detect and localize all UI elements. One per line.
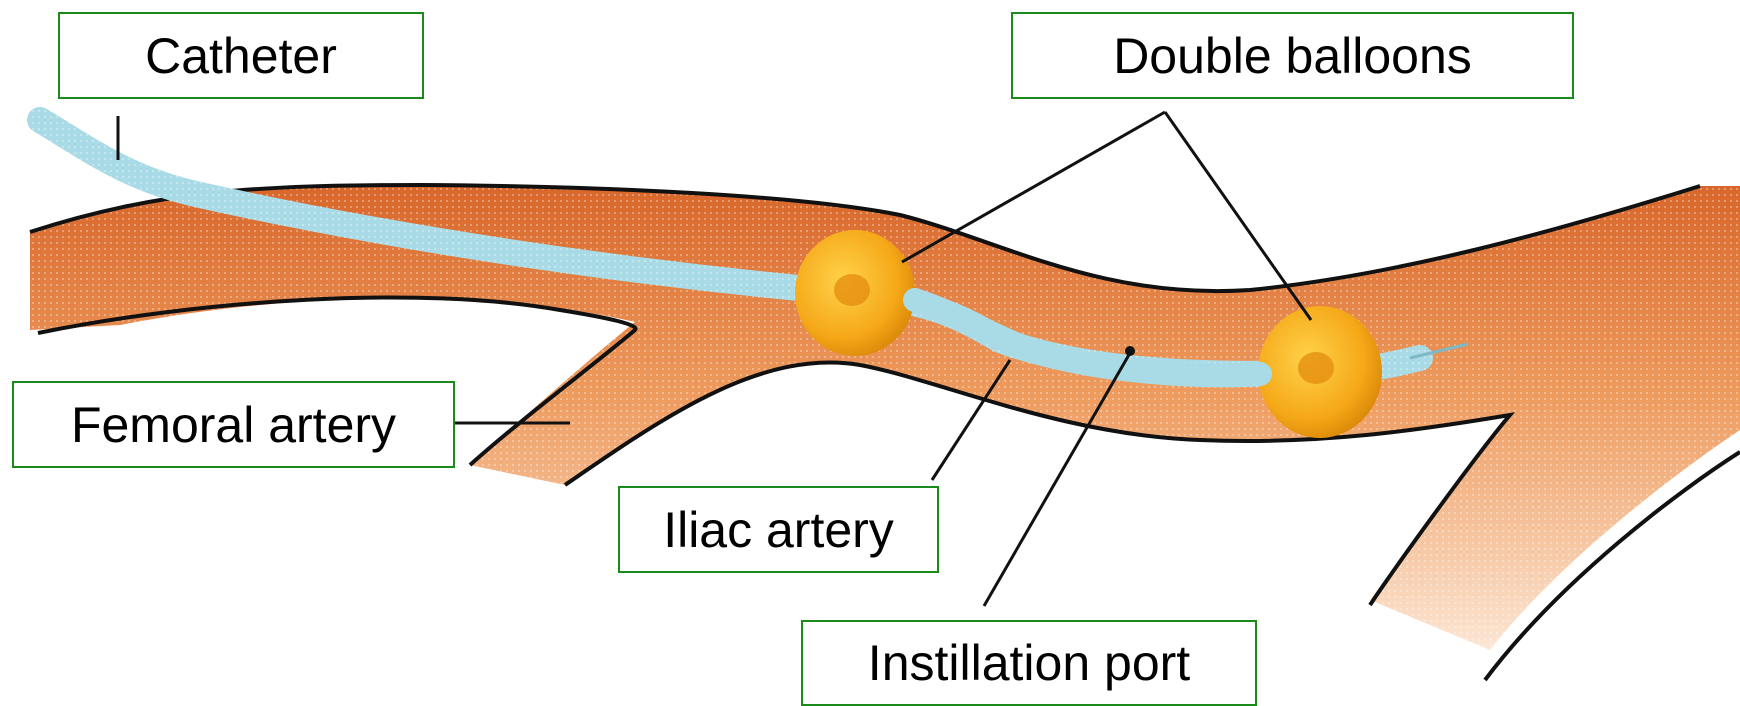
balloon-proximal (795, 230, 915, 356)
catheter-label: Catheter (58, 12, 424, 99)
iliac-artery-label: Iliac artery (618, 486, 939, 573)
balloon-distal (1258, 306, 1382, 438)
double-balloons-label: Double balloons (1011, 12, 1574, 99)
instillation-port-label: Instillation port (801, 620, 1257, 706)
balloon-leader-left (902, 112, 1165, 262)
femoral-artery-label: Femoral artery (12, 381, 455, 468)
